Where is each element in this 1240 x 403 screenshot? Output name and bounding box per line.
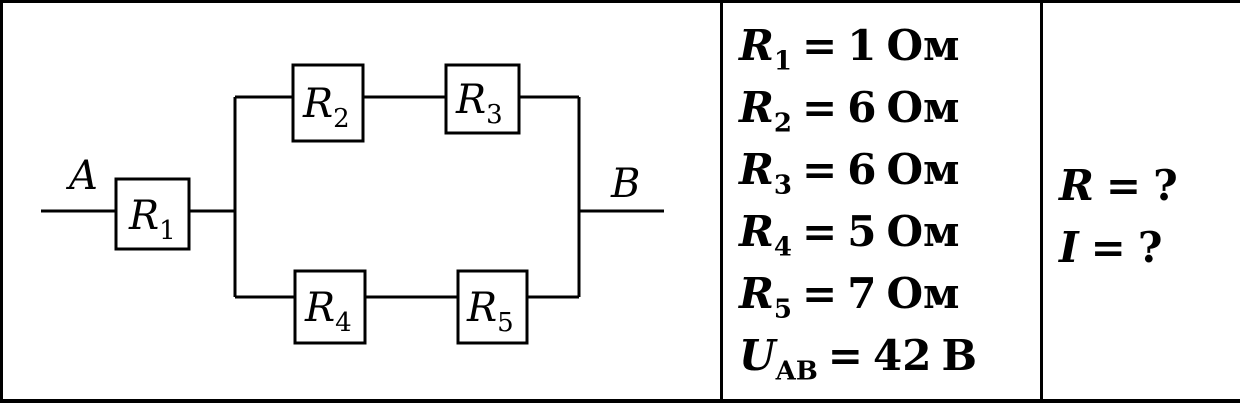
column-divider-1 (720, 3, 723, 399)
resistor-r4: R4 (293, 269, 367, 345)
node-label-a: A (65, 153, 98, 199)
column-divider-2 (1040, 3, 1043, 399)
svg-text:R1: R1 (128, 193, 176, 246)
svg-text:R2: R2 (302, 81, 350, 134)
svg-text:R4: R4 (304, 285, 352, 338)
resistor-r5: R5 (456, 269, 529, 345)
circuit-diagram: A B R1 R2 R3 R4 R5 (41, 63, 664, 345)
node-label-b: B (610, 161, 640, 207)
unknown-r: R=? (1059, 161, 1178, 210)
resistor-r2: R2 (291, 63, 365, 143)
resistor-r3: R3 (444, 63, 521, 135)
unknown-values: R=? I=? (1059, 155, 1239, 279)
svg-text:R3: R3 (455, 77, 503, 130)
resistor-r1: R1 (114, 177, 191, 251)
unknown-i: I=? (1059, 223, 1163, 272)
svg-text:R5: R5 (466, 285, 514, 338)
